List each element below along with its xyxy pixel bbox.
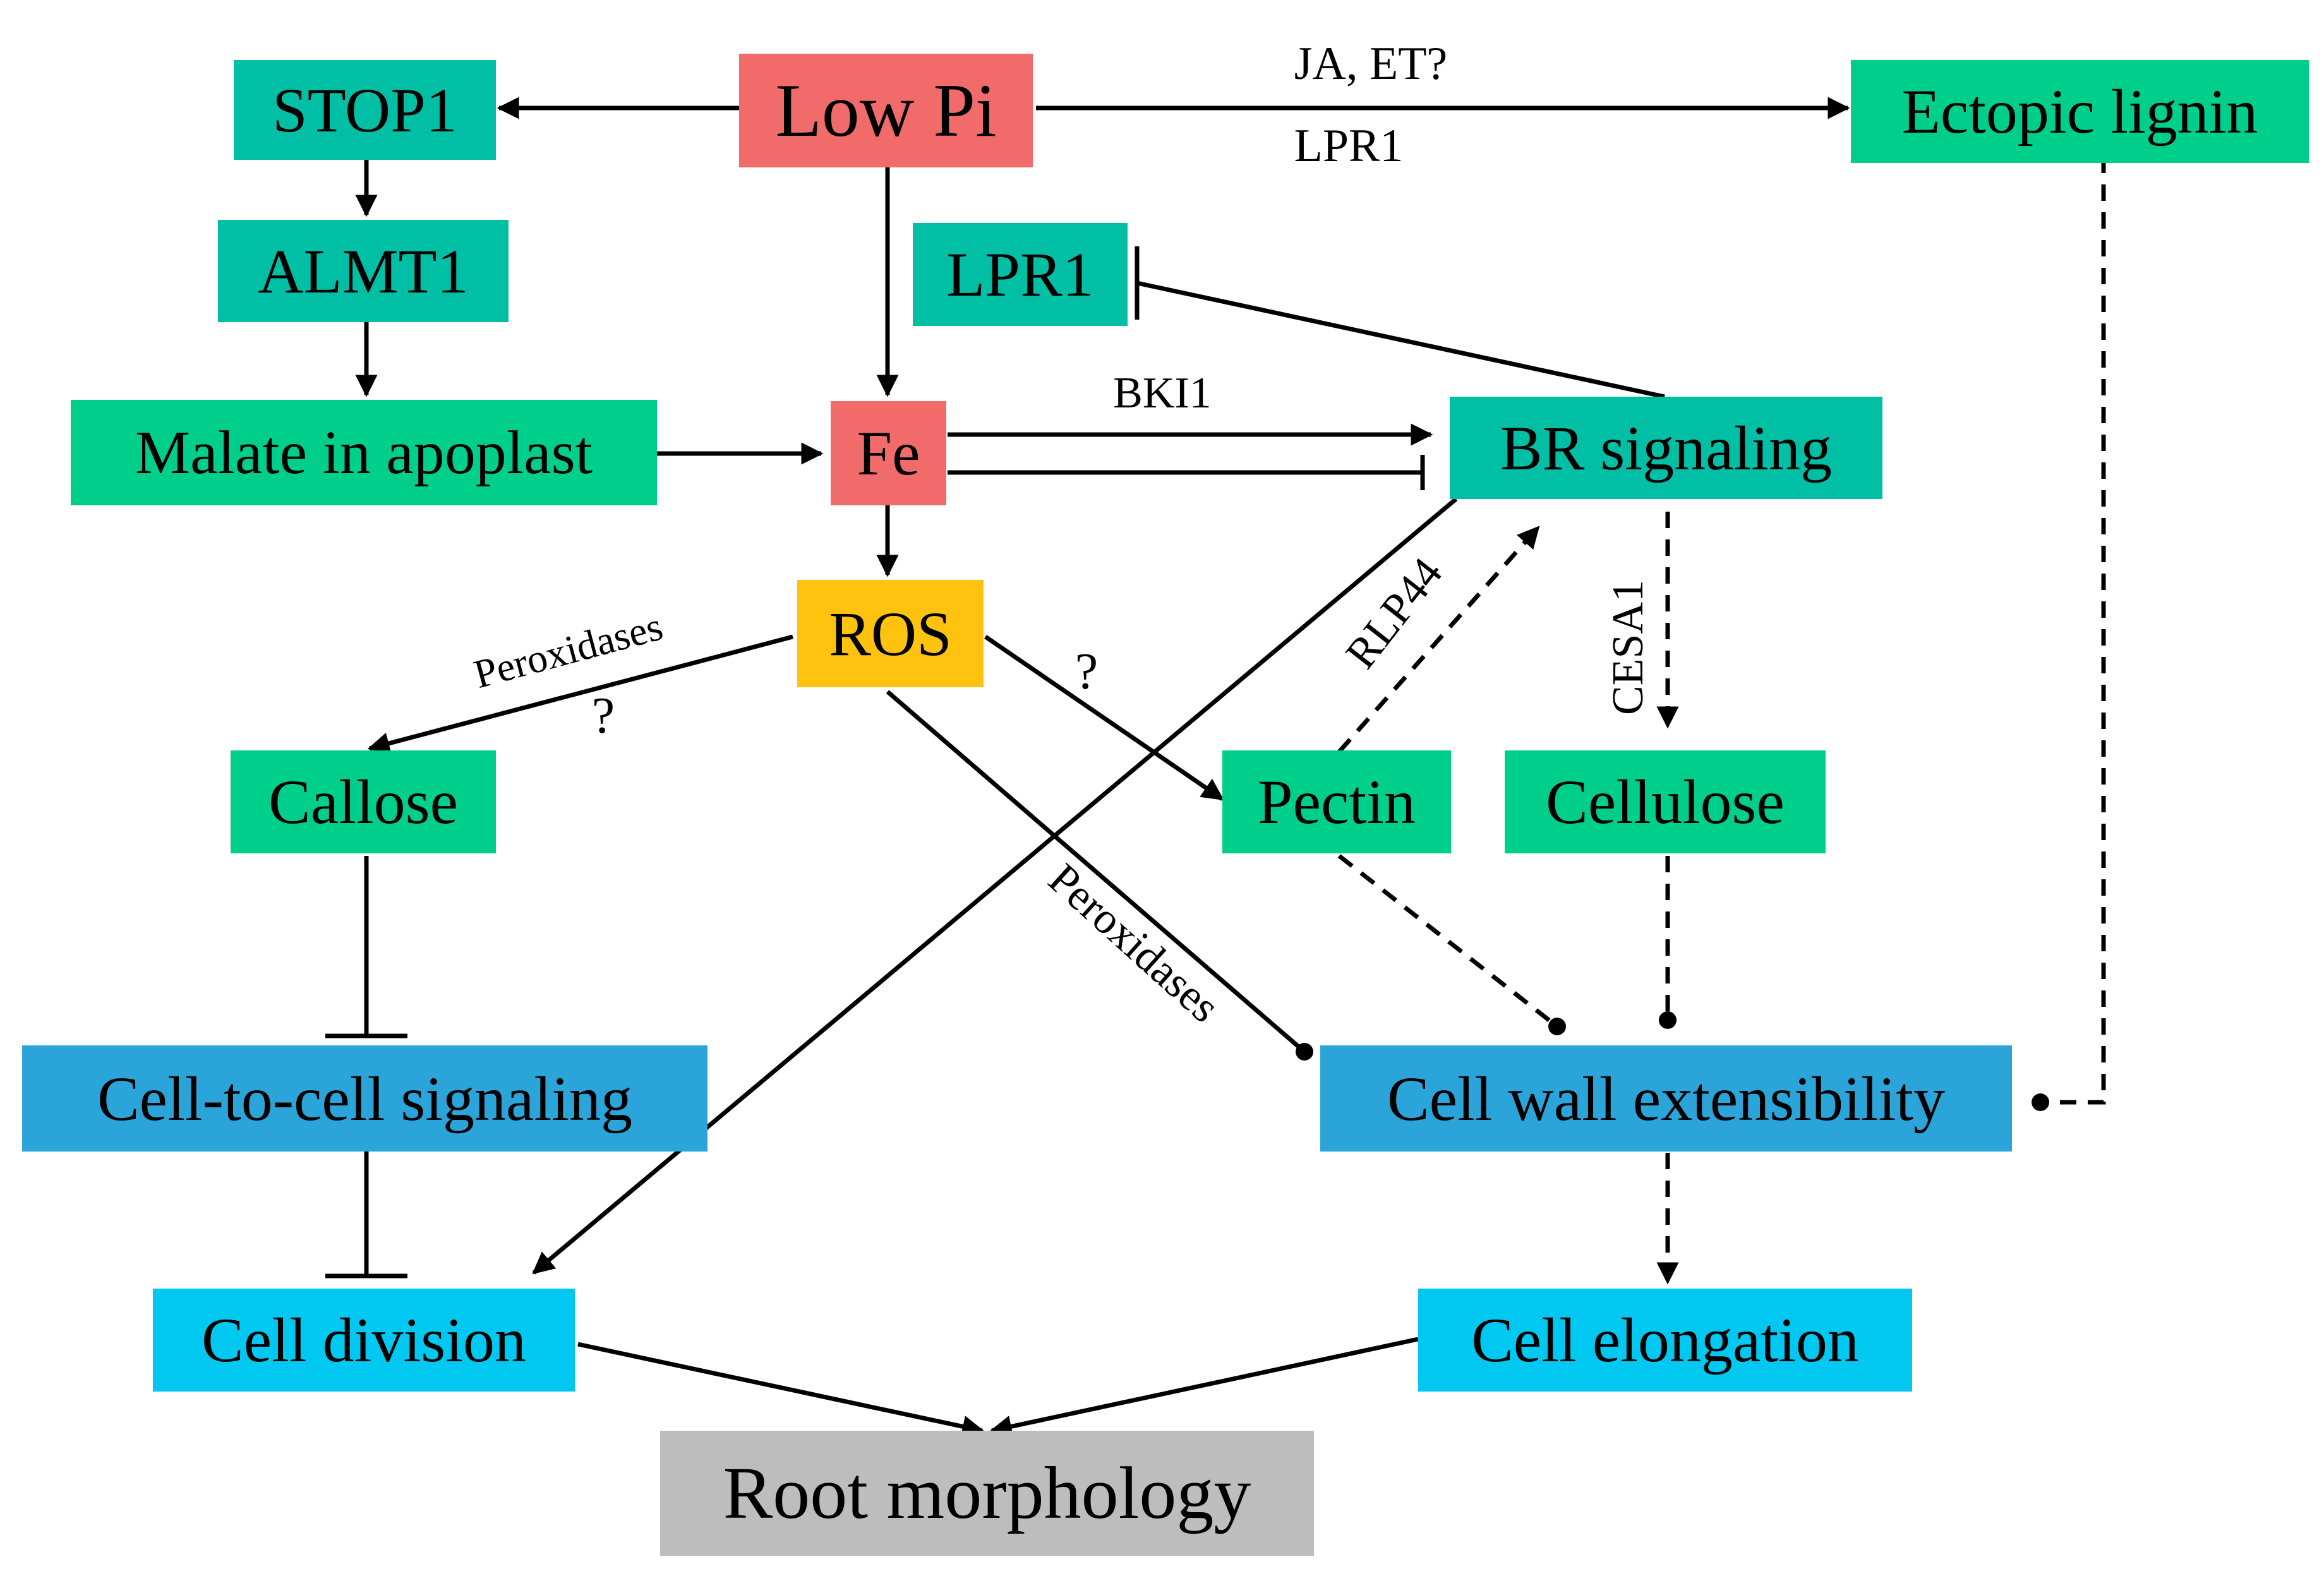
edge-pectin-br (1337, 526, 1540, 754)
label-rlp44: RLP44 (1337, 549, 1452, 678)
node-malate: Malate in apoplast (71, 400, 657, 505)
node-callose: Callose (231, 750, 496, 853)
edge-ros-pectin (984, 635, 1224, 801)
label-bki1: BKI1 (1113, 369, 1212, 418)
label-question-right: ? (1075, 642, 1098, 700)
node-fe: Fe (831, 401, 946, 505)
edge-pectin-cell-wall (1337, 854, 1566, 1035)
node-ros: ROS (797, 580, 984, 687)
node-cell-division: Cell division (153, 1289, 575, 1392)
label-lpr1-edge: LPR1 (1294, 120, 1404, 172)
node-cell-wall: Cell wall extensibility (1320, 1045, 2012, 1152)
edge-cell-division-root (577, 1342, 985, 1438)
node-root-morphology: Root morphology (660, 1431, 1314, 1556)
label-ja-et: JA, ET? (1294, 38, 1448, 90)
node-almt1: ALMT1 (218, 220, 509, 322)
node-ectopic-lignin: Ectopic lignin (1851, 60, 2309, 163)
edge-br-cell-division (532, 497, 1458, 1275)
node-cell-to-cell: Cell-to-cell signaling (22, 1045, 707, 1152)
edge-cell-elongation-root (989, 1337, 1419, 1438)
edge-ros-callose (367, 634, 793, 754)
node-br-signaling: BR signaling (1450, 397, 1882, 499)
edge-ectopic-lignin-cell-wall (2032, 157, 2106, 1111)
node-cellulose: Cellulose (1505, 750, 1826, 853)
edge-br-lpr1-inhibit (1136, 280, 1665, 399)
node-cell-elongation: Cell elongation (1418, 1289, 1912, 1392)
node-lpr1: LPR1 (913, 223, 1128, 326)
node-pectin: Pectin (1222, 750, 1451, 853)
label-question-left: ? (592, 687, 615, 744)
node-low-pi: Low Pi (739, 54, 1033, 167)
node-stop1: STOP1 (234, 60, 496, 160)
label-cesa1: CESA1 (1604, 580, 1653, 715)
label-peroxidases-diag: Peroxidases (1039, 855, 1229, 1032)
edge-ros-cell-wall (886, 690, 1313, 1061)
label-peroxidases-left: Peroxidases (469, 603, 668, 697)
